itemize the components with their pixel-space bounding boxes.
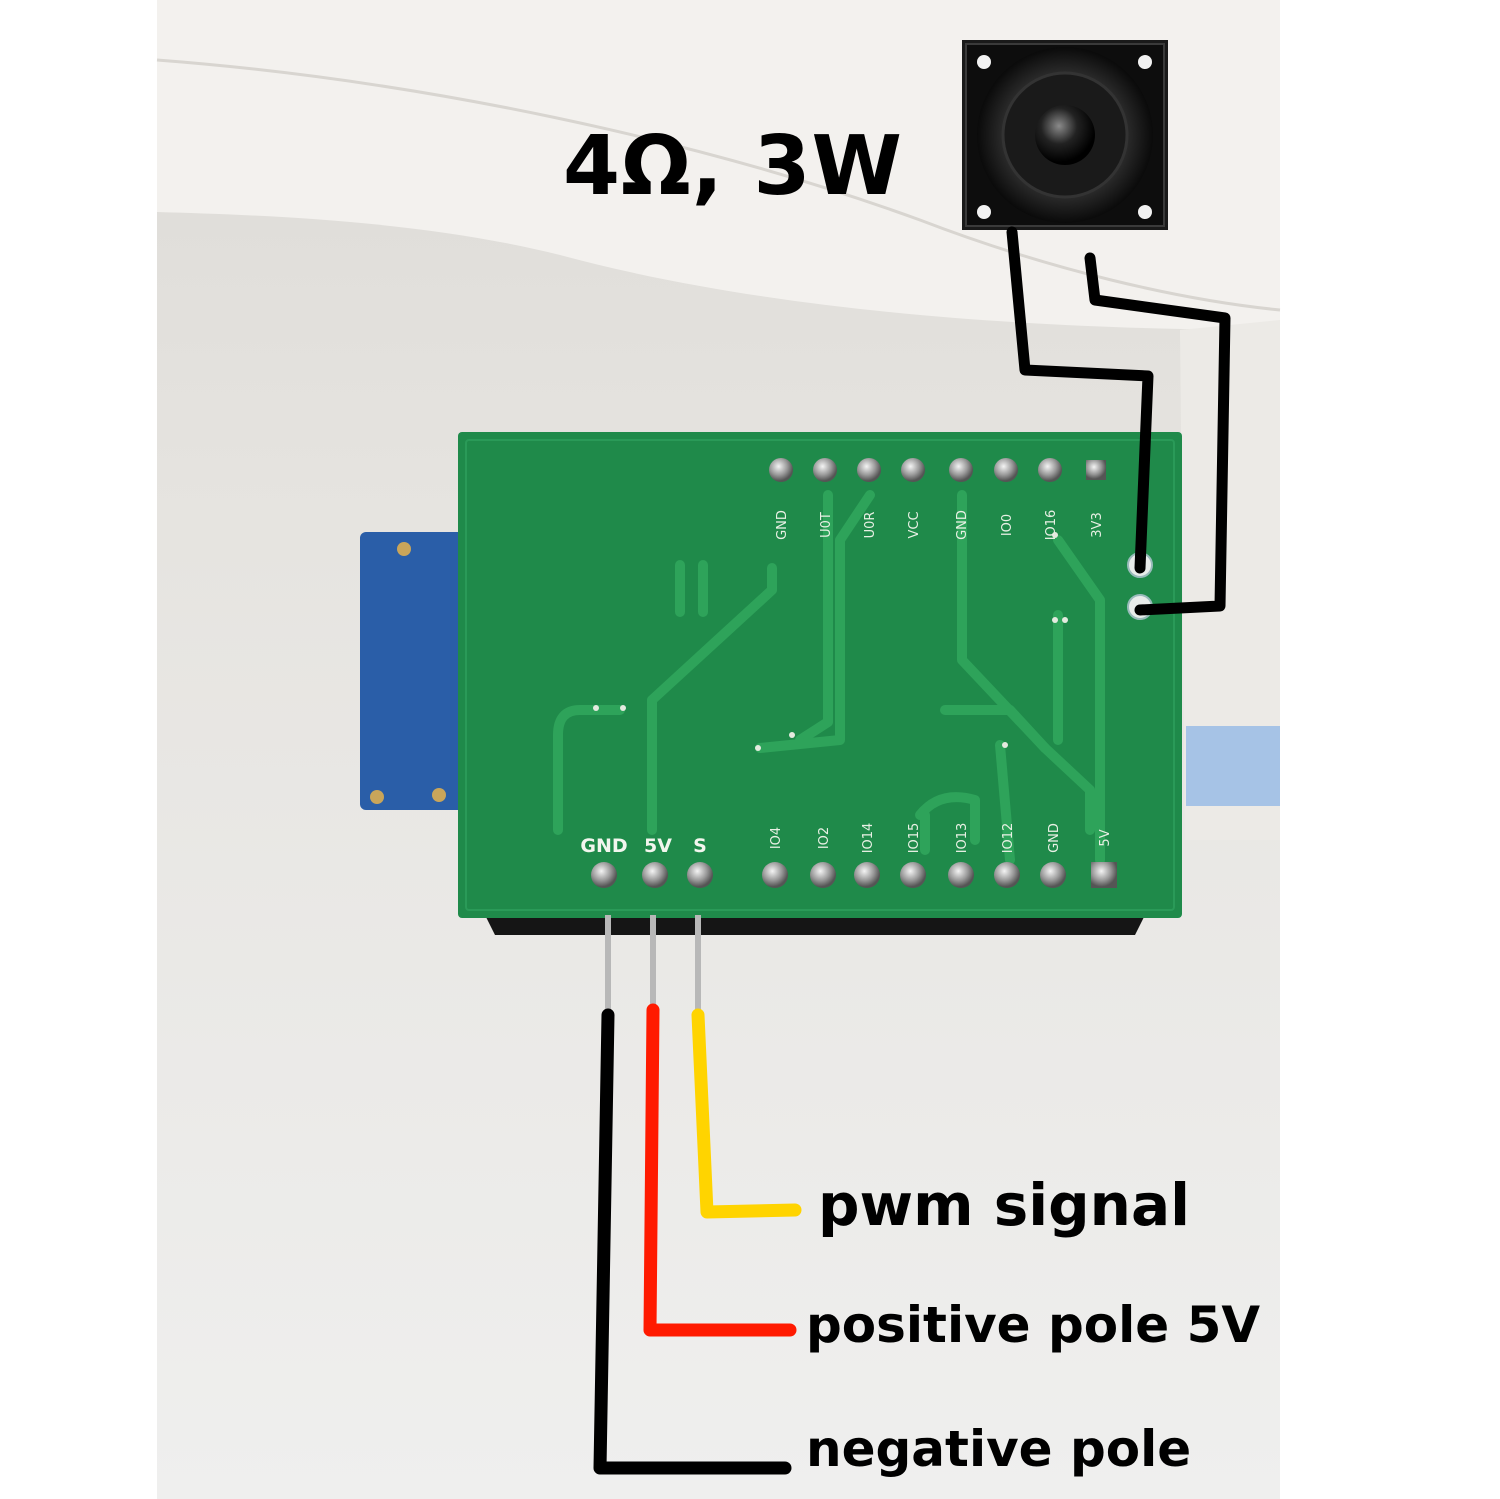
pin-label-bottom: IO13 xyxy=(955,823,970,854)
speaker-icon xyxy=(962,40,1168,230)
top-header-pins xyxy=(769,458,1106,482)
pcb-traces xyxy=(553,490,1105,865)
blue-ribbon xyxy=(1186,726,1280,806)
blue-module xyxy=(360,532,470,810)
pin-label-bottom: IO12 xyxy=(1001,823,1016,854)
pin-label-bottom: IO14 xyxy=(861,823,876,854)
pin-label-bottom: 5V xyxy=(1098,829,1113,846)
pin-label-top: 3V3 xyxy=(1090,512,1105,537)
header-legs xyxy=(605,915,701,1015)
negative-pole-label: negative pole xyxy=(806,1420,1192,1478)
pin-label-bottom: IO2 xyxy=(817,827,832,849)
pin-label-bottom: GND xyxy=(1047,823,1062,853)
pin-label-bottom: IO4 xyxy=(769,827,784,849)
pin-label-bottom: S xyxy=(693,835,707,857)
bottom-header-pins xyxy=(591,862,1117,888)
wire-positive-red xyxy=(643,1003,797,1337)
pin-label-top: U0T xyxy=(819,512,834,538)
wire-negative-black xyxy=(593,1008,792,1475)
positive-pole-label: positive pole 5V xyxy=(806,1296,1261,1354)
pin-label-bottom: IO15 xyxy=(907,823,922,854)
pin-label-top: IO16 xyxy=(1044,510,1059,541)
pwm-signal-label: pwm signal xyxy=(818,1171,1190,1239)
pin-label-top: IO0 xyxy=(1000,514,1015,536)
pin-label-top: VCC xyxy=(907,511,922,538)
pin-label-top: GND xyxy=(955,510,970,540)
pin-label-top: U0R xyxy=(863,512,878,539)
pin-label-top: GND xyxy=(775,510,790,540)
pin-label-bottom: GND xyxy=(580,835,627,857)
wire-pwm-yellow xyxy=(691,1008,802,1219)
speaker-spec-label: 4Ω, 3W xyxy=(563,119,903,214)
pin-label-bottom: 5V xyxy=(644,835,672,857)
speaker-wires xyxy=(1006,226,1231,616)
